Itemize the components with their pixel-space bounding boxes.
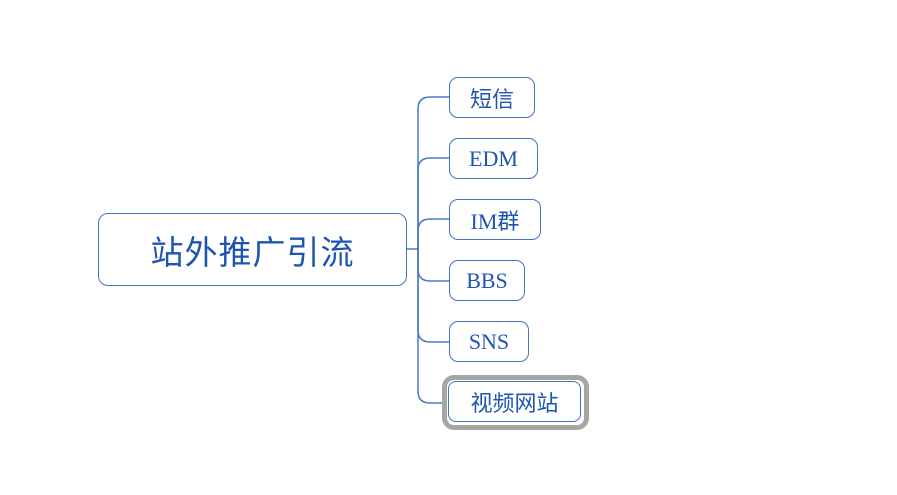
connector-branch-im-group (417, 218, 451, 250)
connector-branch-video-sites (417, 248, 444, 404)
node-im-group-label: IM群 (470, 208, 520, 234)
node-video-sites-label: 视频网站 (470, 390, 559, 416)
root-node[interactable]: 站外推广引流 (98, 213, 407, 286)
node-bbs[interactable]: BBS (449, 260, 525, 301)
node-im-group[interactable]: IM群 (449, 199, 541, 240)
connector-branch-edm (417, 157, 451, 250)
node-sns[interactable]: SNS (449, 321, 529, 362)
node-sms[interactable]: 短信 (449, 77, 535, 118)
node-edm[interactable]: EDM (449, 138, 538, 179)
node-sns-label: SNS (468, 328, 510, 354)
connector-branch-bbs (417, 248, 451, 282)
connector-branch-sns (417, 248, 451, 343)
root-node-label: 站外推广引流 (150, 235, 355, 272)
selection-ring: 视频网站 (442, 375, 589, 430)
connector-branch-sms (417, 96, 451, 250)
node-bbs-label: BBS (466, 267, 508, 293)
node-sms-label: 短信 (469, 86, 514, 112)
node-edm-label: EDM (469, 145, 518, 171)
node-video-sites[interactable]: 视频网站 (448, 381, 581, 422)
